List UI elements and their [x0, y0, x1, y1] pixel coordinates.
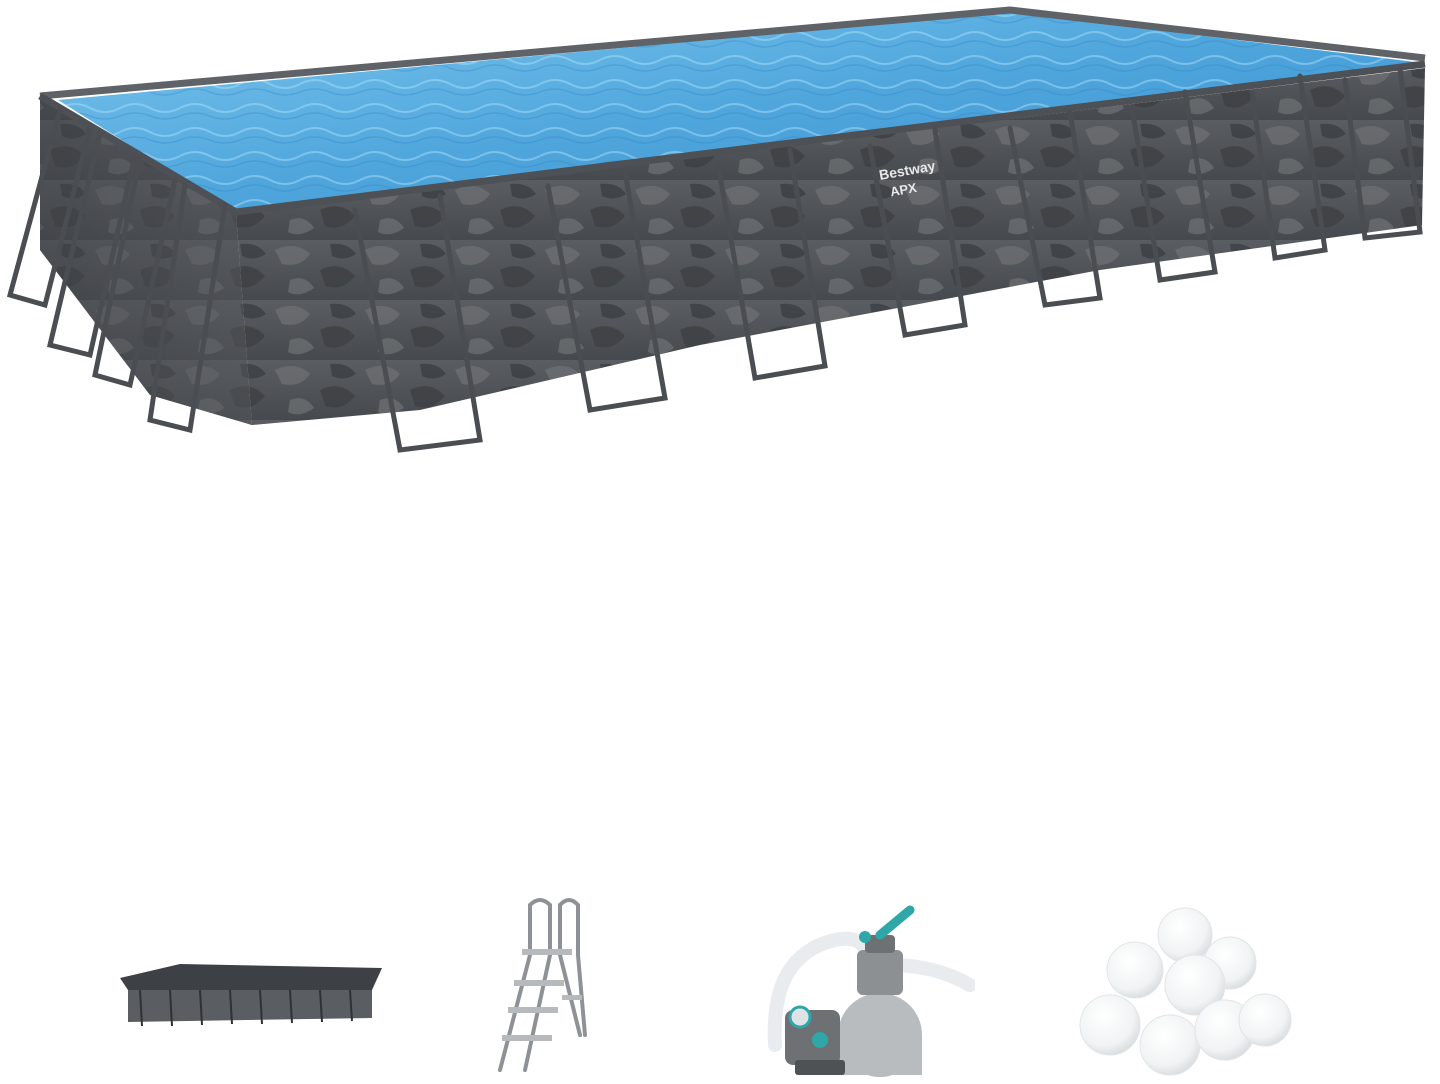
- model-label: APX: [889, 180, 918, 199]
- pool-cover-icon: [120, 964, 382, 1027]
- thumbnail-pool-cover[interactable]: [110, 950, 390, 1030]
- pool-front-wall: [236, 68, 1425, 425]
- thumbnail-sand-filter-pump[interactable]: [765, 895, 975, 1080]
- pool-illustration: Bestway APX: [6, 6, 1426, 453]
- thumbnail-ladder[interactable]: [490, 895, 590, 1075]
- thumbnail-filter-balls[interactable]: [1075, 905, 1305, 1080]
- frame-legs: [352, 65, 1423, 453]
- filter-balls-icon: [1079, 907, 1292, 1076]
- pool-hero-image: Bestway APX: [0, 0, 1440, 470]
- ladder-icon: [498, 898, 587, 1072]
- pump-icon: [767, 905, 975, 1077]
